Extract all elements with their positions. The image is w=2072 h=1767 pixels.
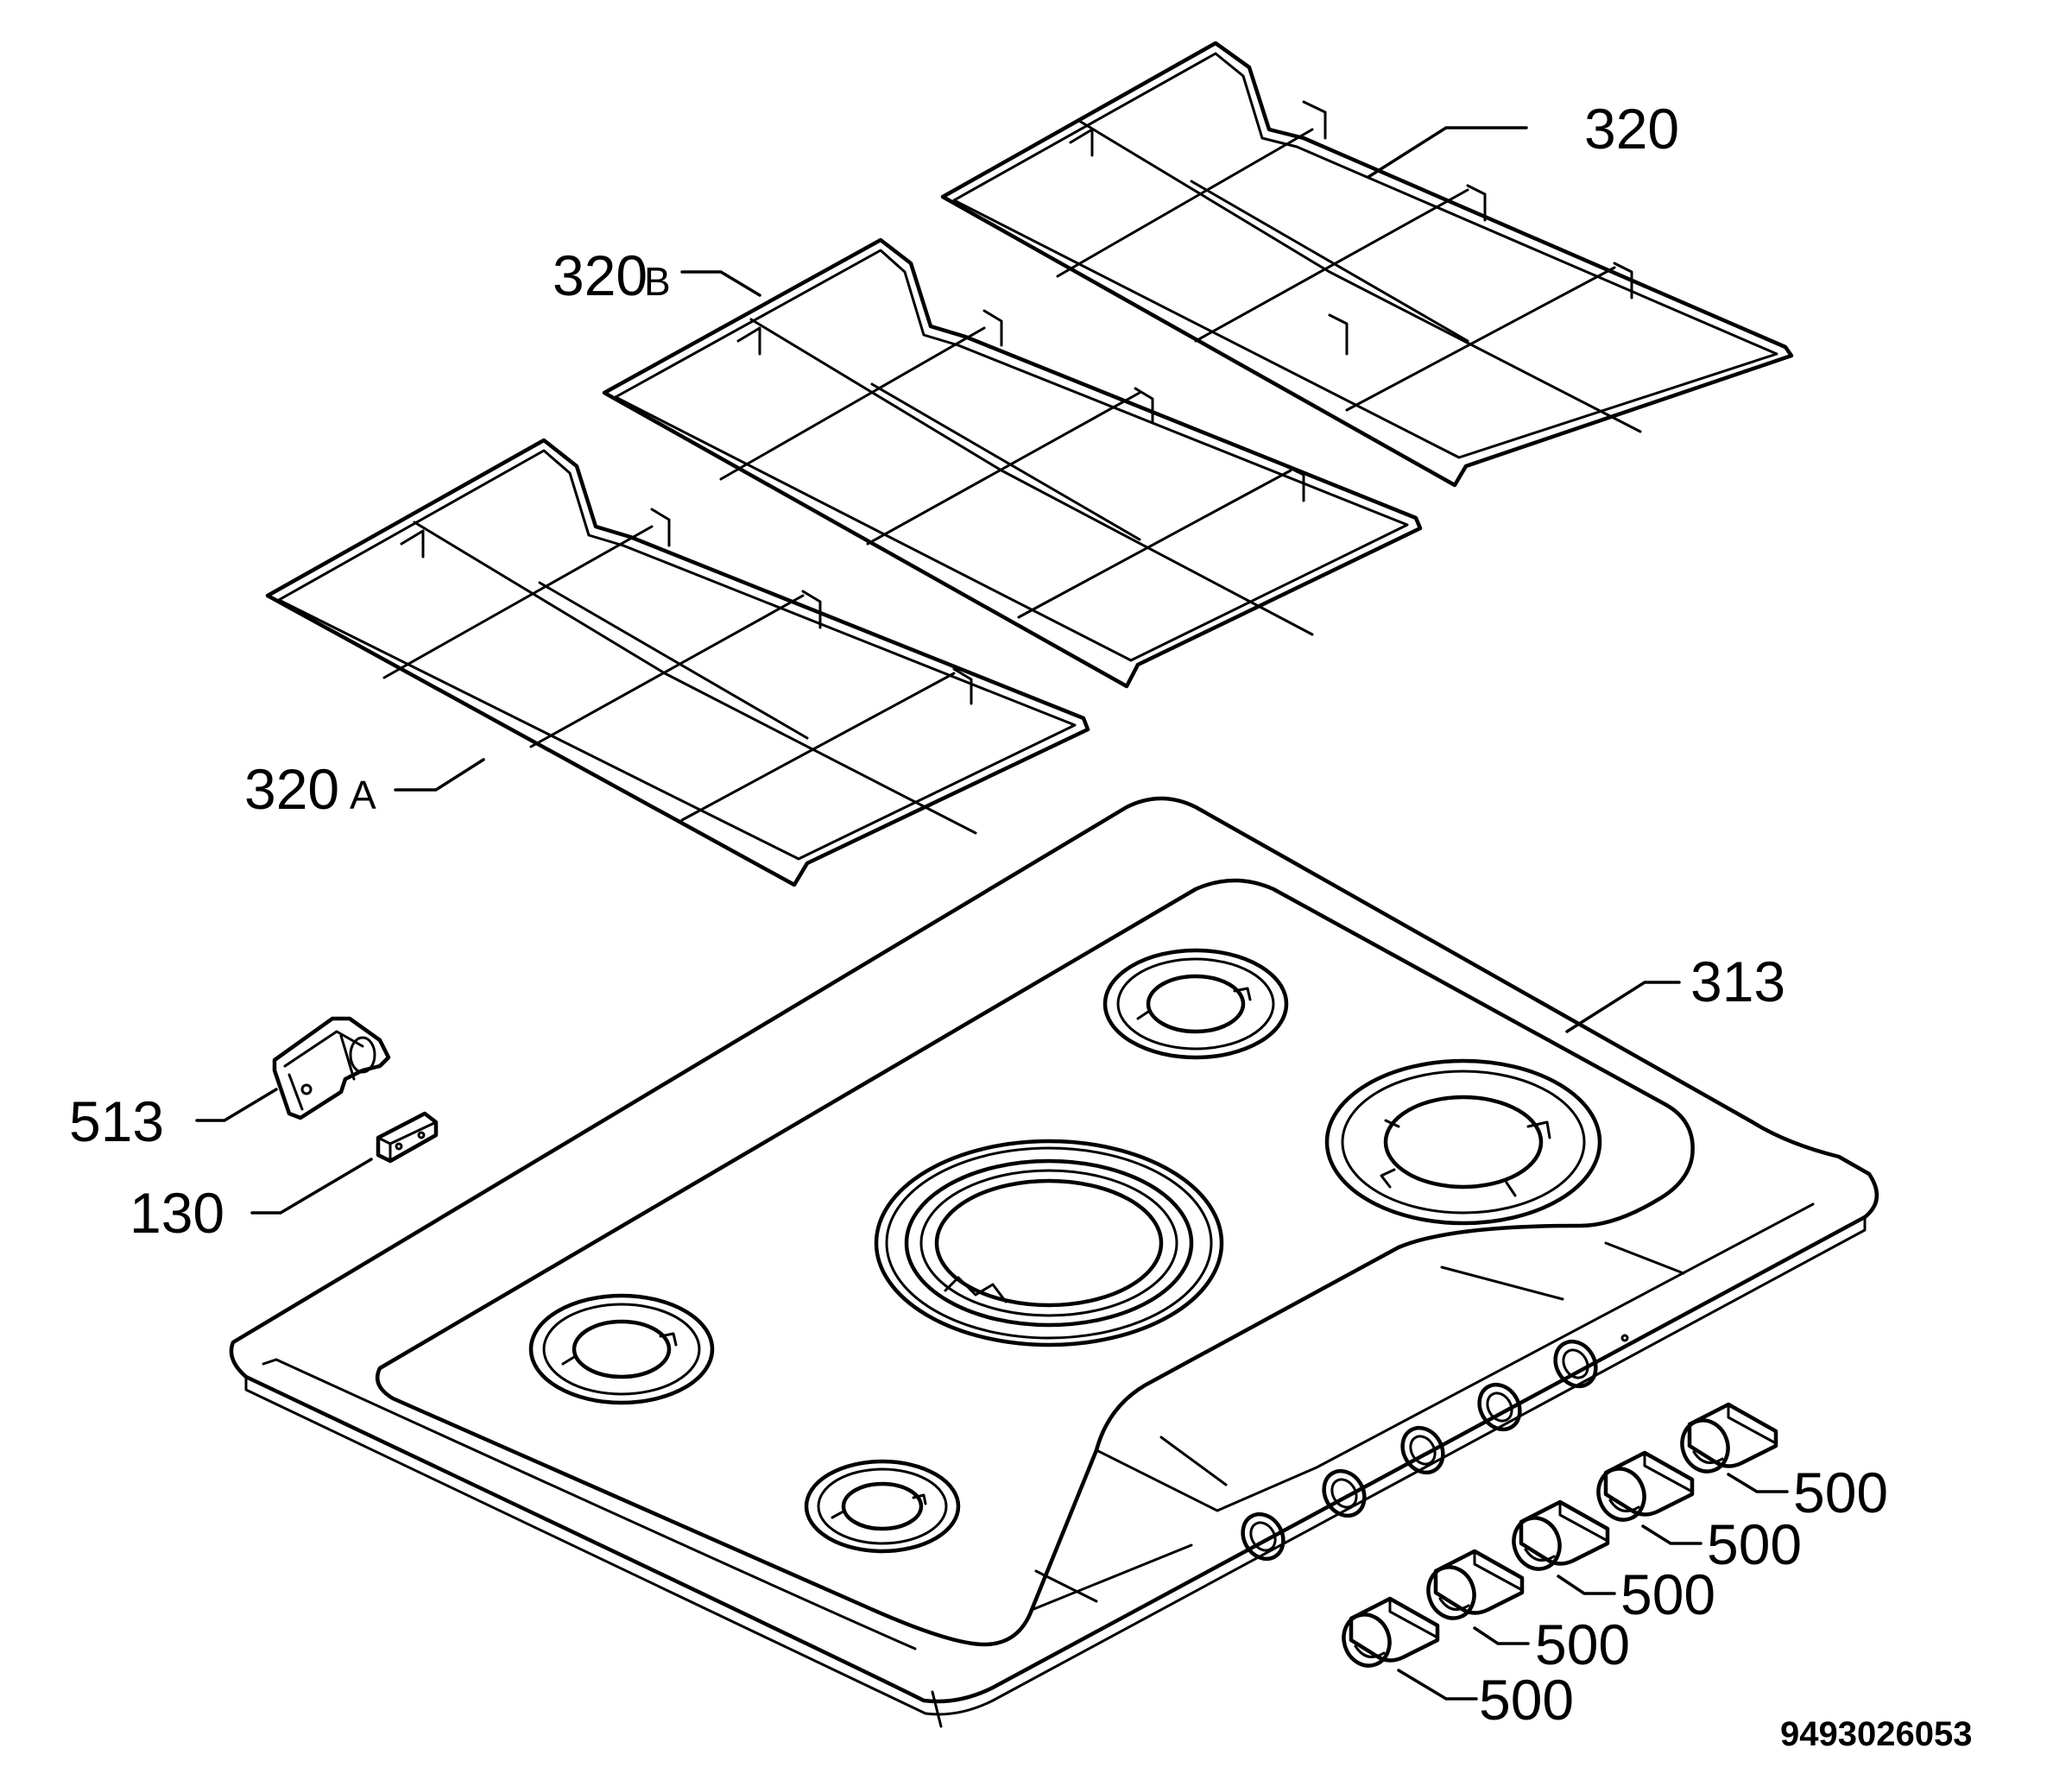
label-313: 313 [1690,950,1785,1013]
control-knobs-500 [1342,1402,1778,1668]
knob-3 [1512,1499,1610,1571]
knob-2 [1426,1549,1525,1620]
knob-5 [1680,1402,1778,1474]
label-130: 130 [130,1181,224,1245]
label-500-5: 500 [1479,1668,1574,1732]
clip-130 [376,1111,439,1164]
bracket-513 [272,1016,391,1120]
knob-4 [1596,1450,1695,1522]
leader-lines [195,126,1789,1701]
burner-back-left [1102,948,1289,1060]
knob-1 [1342,1596,1440,1668]
hob-top-313 [229,796,1879,1728]
drawing-code: 9493026053 [1780,1715,1972,1753]
label-320: 320 [1584,97,1679,161]
pan-support-320a [265,438,1090,887]
burner-front-small [804,1459,961,1554]
label-500-3: 500 [1620,1562,1715,1626]
label-320a-suffix: A [350,773,376,817]
label-320b-suffix: B [644,259,671,304]
pan-support-320 [940,41,1794,488]
burner-centre-wok [874,1139,1224,1347]
burner-right-large [1324,1058,1602,1226]
label-500-4: 500 [1535,1612,1630,1676]
label-320b-number: 320 [553,243,648,307]
part-labels: 320 320 B 320 A 313 513 130 500 500 500 … [69,97,1972,1753]
burner-left [528,1293,715,1405]
pan-support-320b [602,237,1423,689]
knob-holes [1241,1334,1629,1562]
label-500-1: 500 [1793,1461,1888,1524]
label-513: 513 [69,1089,164,1153]
label-320a-number: 320 [244,757,339,821]
label-500-2: 500 [1707,1512,1802,1576]
